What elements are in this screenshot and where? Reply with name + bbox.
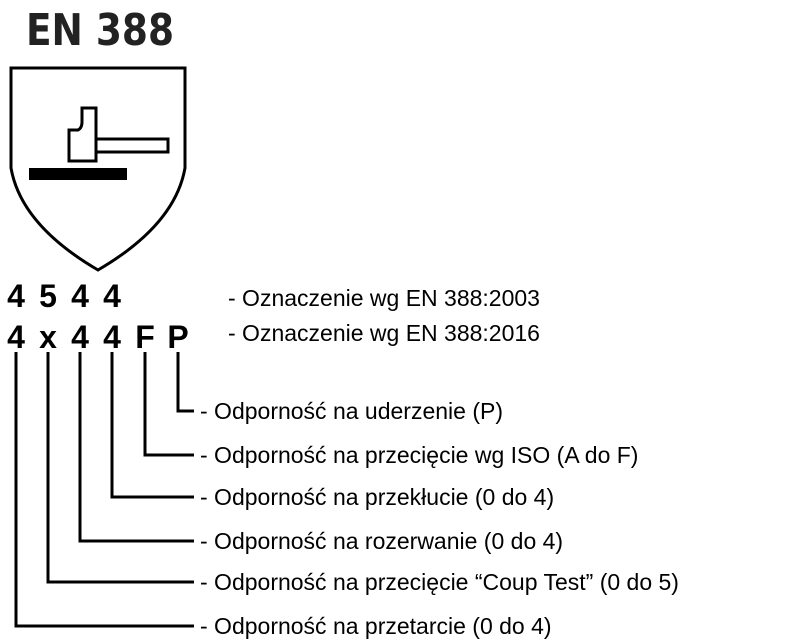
standard-title: EN 388: [26, 5, 174, 56]
code-char: 4: [7, 278, 25, 314]
code-char: F: [135, 319, 155, 355]
code-char: 4: [103, 278, 121, 314]
code-char: x: [39, 319, 57, 355]
legend-iso-cut: - Odporność na przecięcie wg ISO (A do F…: [200, 442, 638, 468]
code-char: 4: [71, 319, 89, 355]
code-char: 4: [7, 319, 25, 355]
code-2016: 4 x 4 4 F P: [7, 319, 189, 355]
connector-lines: [14, 352, 194, 628]
legend-tear: - Odporność na rozerwanie (0 do 4): [200, 528, 563, 554]
code-2003: 4 5 4 4: [7, 278, 121, 314]
code-char: P: [167, 319, 188, 355]
legend: - Odporność na uderzenie (P) - Odporność…: [200, 398, 679, 639]
designation-2016: - Oznaczenie wg EN 388:2016: [228, 320, 540, 346]
legend-impact: - Odporność na uderzenie (P): [200, 398, 503, 424]
code-char: 4: [103, 319, 121, 355]
legend-coup-cut: - Odporność na przecięcie “Coup Test” (0…: [200, 569, 679, 595]
code-char: 5: [39, 278, 57, 314]
legend-puncture: - Odporność na przekłucie (0 do 4): [200, 484, 554, 510]
code-char: 4: [71, 278, 89, 314]
designation-2003: - Oznaczenie wg EN 388:2003: [228, 285, 540, 311]
shield-hammer-icon: [9, 66, 187, 272]
legend-abrasion: - Odporność na przetarcie (0 do 4): [200, 613, 552, 639]
